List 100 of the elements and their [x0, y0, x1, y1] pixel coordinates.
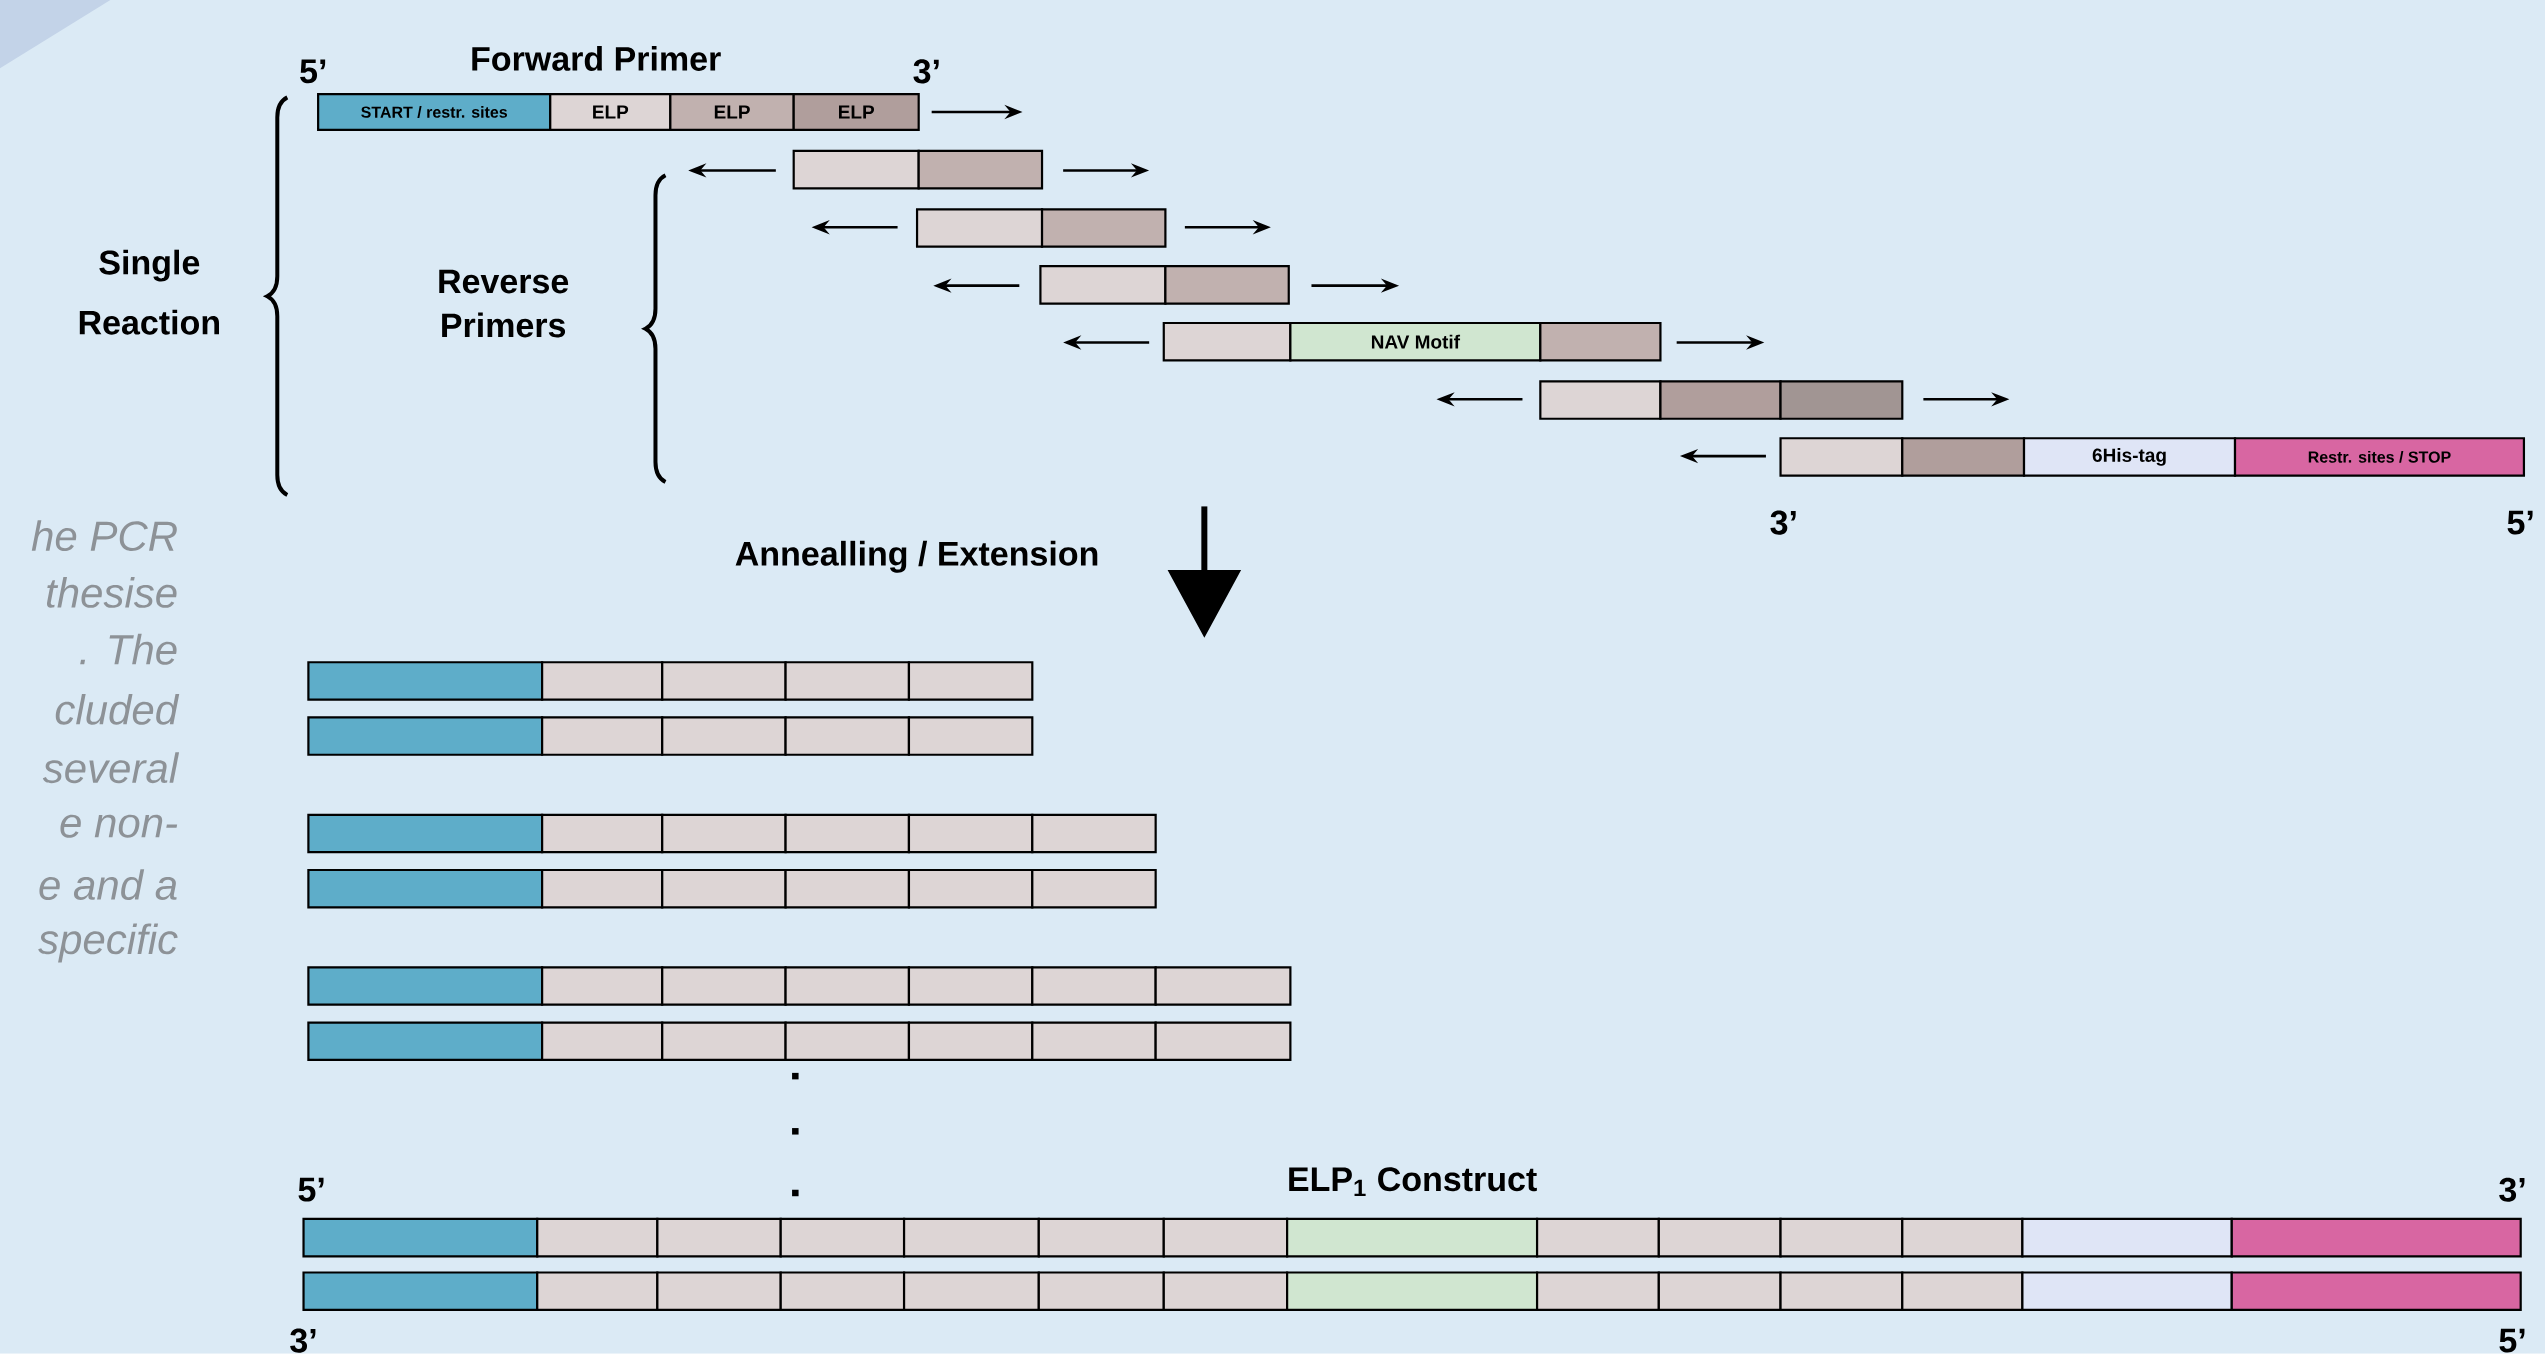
dna-segment: 6His-tag: [2022, 437, 2237, 477]
dna-segment: [907, 869, 1034, 909]
dna-segment: [1659, 380, 1782, 421]
text-fragment: e and a: [39, 869, 177, 901]
dna-segment: [779, 1271, 906, 1312]
dna-segment: [307, 716, 544, 757]
strand-end-label: 5’: [300, 59, 326, 84]
dna-segment: [784, 869, 911, 909]
dna-segment: [1539, 322, 1662, 362]
dna-segment: [784, 1021, 911, 1062]
dna-segment: [1031, 813, 1157, 854]
dna-segment: [1901, 437, 2026, 477]
dna-segment: [784, 966, 911, 1006]
dna-segment: [1779, 380, 1904, 421]
dna-segment: [536, 1271, 659, 1312]
dna-segment: [1779, 437, 1904, 477]
dna-segment: [541, 966, 664, 1006]
dna-segment: [902, 1271, 1040, 1312]
dna-segment: [1779, 1271, 1904, 1312]
dna-segment: [541, 1021, 664, 1062]
dna-segment: [541, 869, 664, 909]
text-fragment: he PCR: [31, 520, 177, 552]
strand-end-label: 3’: [2499, 1177, 2525, 1202]
dna-segment: [307, 869, 544, 909]
dna-segment: [907, 716, 1034, 757]
dna-segment: [1539, 380, 1662, 421]
dna-segment: [2230, 1271, 2522, 1312]
dna-segment: [661, 716, 787, 757]
dna-segment: [1031, 966, 1157, 1006]
text-fragment: several: [42, 752, 180, 784]
dna-segment: [784, 813, 911, 854]
dna-segment: [915, 208, 1044, 248]
dna-segment: [907, 966, 1034, 1006]
dna-segment: [661, 813, 787, 854]
dna-segment: [902, 1218, 1040, 1258]
text-fragment: thesise: [47, 577, 177, 609]
dna-segment: [1657, 1218, 1782, 1258]
construct-label: ELP$_{1}$ Construct: [1289, 1167, 1537, 1197]
dna-segment: ELP: [549, 93, 672, 132]
text-fragment: cluded: [55, 694, 180, 725]
text-fragment: specific: [38, 923, 178, 963]
dna-segment: [2021, 1271, 2233, 1312]
dna-segment: [1037, 1218, 1165, 1258]
dna-segment: [661, 1021, 787, 1062]
strand-end-label: 5’: [2499, 1329, 2525, 1353]
strand-end-label: 3’: [1770, 510, 1796, 535]
dna-segment: [1779, 1218, 1904, 1258]
text-fragment: . The: [80, 634, 177, 665]
dna-segment: ELP: [669, 93, 795, 132]
dna-segment: [1901, 1218, 2024, 1258]
dna-segment: [661, 869, 787, 909]
dna-segment: [661, 966, 787, 1006]
dna-segment: [1039, 265, 1167, 305]
dna-segment: [1162, 1271, 1289, 1312]
dna-segment: ELP: [792, 93, 920, 132]
dna-segment: [1154, 1021, 1292, 1062]
brace-label: Reverse Primers: [439, 269, 569, 338]
dna-segment: [307, 813, 544, 854]
dna-segment: [1040, 208, 1167, 248]
dna-segment: [656, 1218, 782, 1258]
dna-segment: [1154, 966, 1292, 1006]
dna-segment: [541, 716, 664, 757]
primer-heading: Forward Primer: [472, 46, 721, 72]
strand-end-label: 3’: [290, 1328, 316, 1353]
dna-segment: [784, 716, 911, 757]
text-fragment: e non-: [60, 814, 178, 838]
dna-segment: [1901, 1271, 2024, 1312]
dna-segment: [307, 661, 544, 701]
dna-segment: [302, 1271, 539, 1312]
dna-segment: [1536, 1218, 1660, 1258]
dna-segment: Restr. sites / STOP: [2233, 437, 2526, 477]
dna-segment: [1657, 1271, 1782, 1312]
dna-segment: [784, 661, 911, 701]
dna-segment: [1031, 869, 1157, 909]
step-label: Annealling / Extension: [735, 541, 1098, 573]
dna-segment: [907, 1021, 1034, 1062]
strand-end-label: 5’: [2507, 510, 2533, 535]
dna-segment: [917, 150, 1044, 190]
dna-segment: [2230, 1218, 2522, 1258]
dna-segment: [792, 150, 920, 190]
dna-segment: [536, 1218, 659, 1258]
dna-segment: [302, 1218, 539, 1258]
dna-segment: [1037, 1271, 1165, 1312]
strand-end-label: 5’: [298, 1178, 324, 1202]
dna-segment: [541, 813, 664, 854]
dna-segment: [1162, 322, 1292, 362]
dna-segment: [1162, 1218, 1289, 1258]
brace-label: Single Reaction: [79, 249, 219, 335]
dna-segment: [541, 661, 664, 701]
dna-segment: [2021, 1218, 2233, 1258]
dna-segment: [779, 1218, 906, 1258]
dna-segment: [1286, 1218, 1539, 1258]
dna-segment: [656, 1271, 782, 1312]
dna-segment: [1536, 1271, 1660, 1312]
dna-segment: [307, 966, 544, 1006]
dna-segment: NAV Motif: [1289, 322, 1542, 362]
dna-segment: [1164, 265, 1290, 305]
dna-segment: [1031, 1021, 1157, 1062]
dna-segment: [1286, 1271, 1539, 1312]
dna-segment: [307, 1021, 544, 1062]
